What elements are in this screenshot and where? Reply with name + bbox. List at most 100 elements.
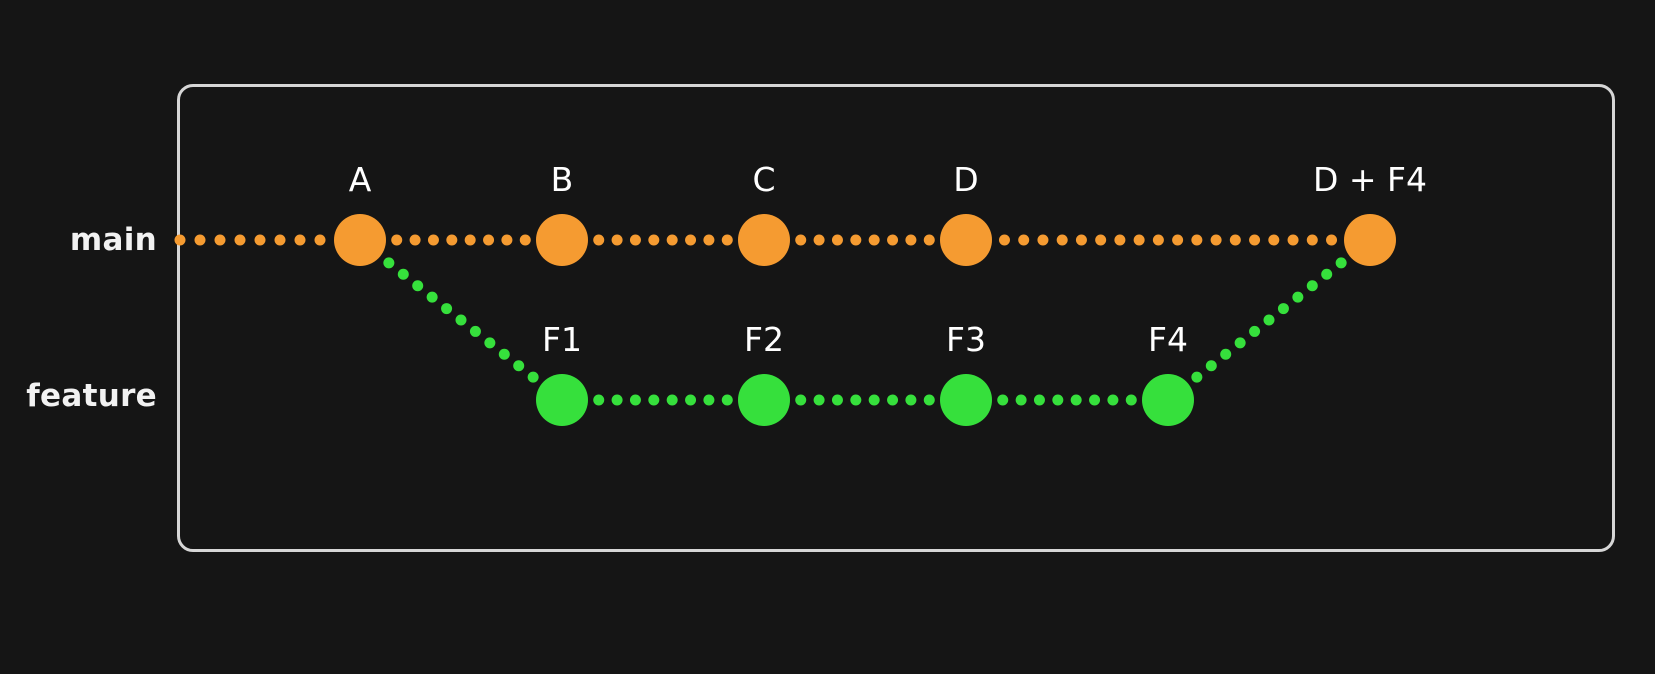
edge-dot: [1205, 360, 1217, 372]
edge-D-merge: [960, 234, 1376, 246]
edge-F4-merge: [1162, 234, 1376, 406]
edge-dot: [923, 234, 935, 246]
edge-dot: [194, 234, 206, 246]
edge-dot: [629, 394, 641, 406]
commit-label-f3: F3: [946, 320, 986, 359]
edge-dot: [254, 234, 266, 246]
commit-node-d[interactable]: [940, 214, 992, 266]
edge-dot: [1172, 234, 1184, 246]
edge-dot: [648, 394, 660, 406]
edge-dot: [446, 234, 458, 246]
edge-dot: [813, 394, 825, 406]
edge-dot: [409, 234, 421, 246]
edge-dot: [1033, 394, 1045, 406]
edge-dot: [464, 234, 476, 246]
commit-node-f4[interactable]: [1142, 374, 1194, 426]
edge-F3-F4: [960, 394, 1174, 406]
edge-dot: [1114, 234, 1126, 246]
edge-dot: [1018, 234, 1030, 246]
edge-dot: [1056, 234, 1068, 246]
edge-dot: [484, 337, 496, 349]
edge-dot: [1191, 371, 1203, 383]
commit-node-f3[interactable]: [940, 374, 992, 426]
edge-dot: [1321, 268, 1333, 280]
commit-node-c[interactable]: [738, 214, 790, 266]
commit-label-d: D: [953, 160, 979, 199]
edge-dot: [1326, 234, 1338, 246]
commit-label-d-f4: D + F4: [1312, 160, 1428, 199]
edge-dot: [1133, 234, 1145, 246]
edge-dot: [629, 234, 641, 246]
edge-dot: [294, 234, 306, 246]
edge-A-B: [354, 234, 568, 246]
edge-dot: [1152, 234, 1164, 246]
edge-dot: [923, 394, 935, 406]
edge-dot: [868, 234, 880, 246]
edge-dot: [498, 348, 510, 360]
edge-dot: [314, 234, 326, 246]
edge-dot: [795, 234, 807, 246]
edge-C-D: [758, 234, 972, 246]
edge-dot: [483, 234, 495, 246]
edge-dot: [1234, 337, 1246, 349]
edge-dot: [685, 394, 697, 406]
edge-dot: [868, 394, 880, 406]
edge-dot: [703, 234, 715, 246]
edge-dot: [813, 234, 825, 246]
edge-dot: [1249, 234, 1261, 246]
edge-dot: [831, 394, 843, 406]
edge-dot: [1070, 394, 1082, 406]
commit-node-b[interactable]: [536, 214, 588, 266]
edge-dot: [905, 394, 917, 406]
edge-dot: [391, 234, 403, 246]
edge-dot: [513, 360, 525, 372]
branch-label-feature: feature: [26, 378, 157, 414]
edge-dot: [1015, 394, 1027, 406]
commit-node-f2[interactable]: [738, 374, 790, 426]
edge-dot: [214, 234, 226, 246]
edge-dot: [795, 394, 807, 406]
edge-F1-F2: [556, 394, 770, 406]
edge-dot: [455, 314, 467, 326]
edge-F2-F3: [758, 394, 972, 406]
edge-dot: [412, 280, 424, 292]
edge-A-F1: [354, 234, 568, 406]
edge-dot: [427, 234, 439, 246]
commit-node-f1[interactable]: [536, 374, 588, 426]
edge-dot: [850, 234, 862, 246]
edge-dot: [887, 394, 899, 406]
edge-dot: [648, 234, 660, 246]
diagram-frame: [177, 84, 1615, 552]
edge-dot: [887, 234, 899, 246]
edge-dot: [850, 394, 862, 406]
edge-dot: [1075, 234, 1087, 246]
commit-node-d-f4[interactable]: [1344, 214, 1396, 266]
edge-dot: [1306, 234, 1318, 246]
edge-B-C: [556, 234, 770, 246]
edge-dot: [1277, 303, 1289, 315]
edge-dot: [469, 325, 481, 337]
edge-dot: [1107, 394, 1119, 406]
edge-dot: [666, 394, 678, 406]
edge-dot: [1306, 280, 1318, 292]
edge-dot: [1268, 234, 1280, 246]
commit-label-c: C: [752, 160, 776, 199]
edge-dot: [383, 257, 395, 269]
edge-dot: [1210, 234, 1222, 246]
edge-dot: [501, 234, 513, 246]
nodes-layer: [334, 214, 1396, 426]
edge-dot: [831, 234, 843, 246]
edge-dot: [1125, 394, 1137, 406]
commit-label-a: A: [348, 160, 372, 199]
commit-node-a[interactable]: [334, 214, 386, 266]
commit-label-f1: F1: [542, 320, 582, 359]
edge-dot: [685, 234, 697, 246]
edge-dot: [1287, 234, 1299, 246]
edge-dot: [666, 234, 678, 246]
edge-dot: [1263, 314, 1275, 326]
edge-dot: [527, 371, 539, 383]
edge-dot: [1037, 234, 1049, 246]
edge-dot: [1220, 348, 1232, 360]
